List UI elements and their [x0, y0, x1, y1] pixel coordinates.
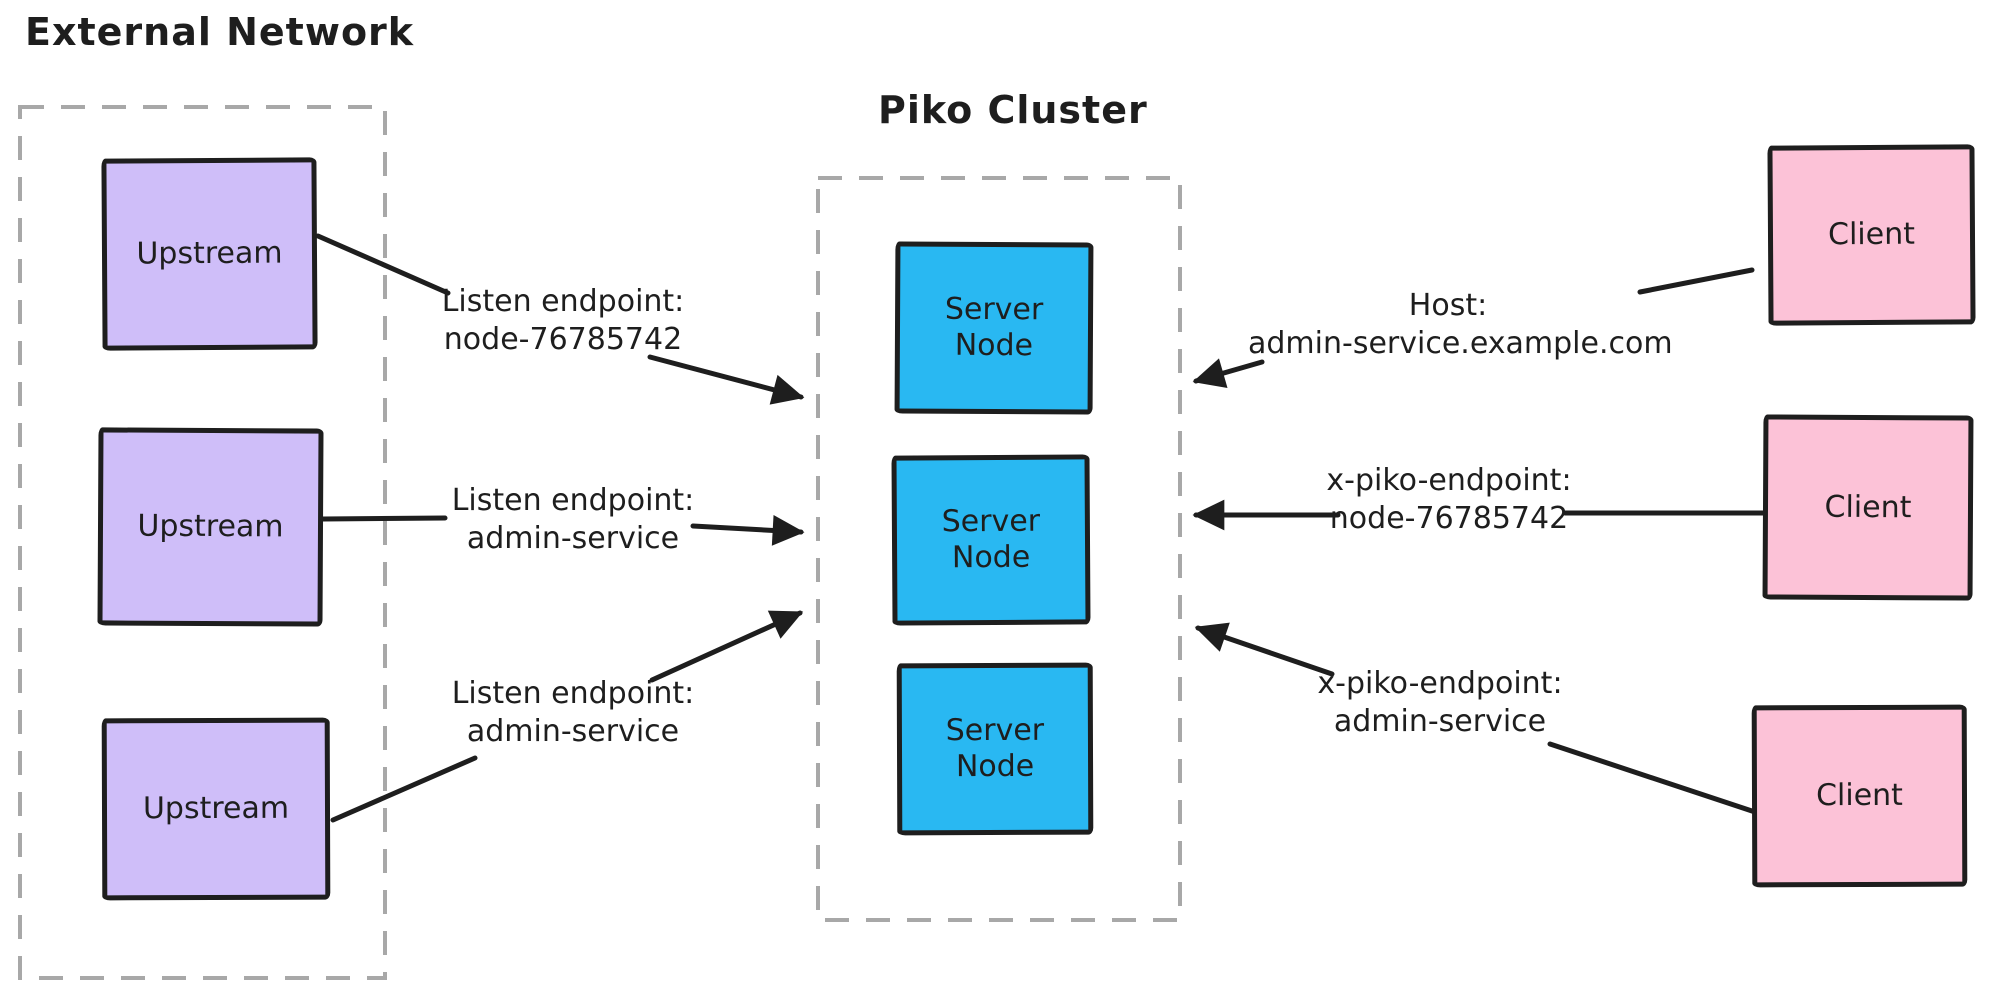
edge-label-listen-admin-1: Listen endpoint: admin-service: [408, 482, 738, 557]
edge-label-listen-node: Listen endpoint: node-76785742: [398, 283, 728, 358]
edge-label-line2: admin-service: [1333, 703, 1547, 739]
client-node-2: Client: [1762, 414, 1974, 601]
client-node-1: Client: [1767, 144, 1976, 326]
server-node-1: Server Node: [894, 241, 1094, 415]
server-node-3: Server Node: [896, 662, 1094, 836]
edge-label-line1: Host:: [1408, 288, 1488, 323]
edge-label-line2: node-76785742: [1329, 500, 1569, 536]
edge-label-line1: Listen endpoint:: [451, 483, 695, 518]
client-node-3: Client: [1751, 704, 1968, 888]
edge-label-host: Host: admin-service.example.com: [1248, 287, 1673, 362]
client-node-1-label: Client: [1827, 216, 1916, 253]
edge-label-line1: Listen endpoint:: [441, 284, 685, 319]
edge-label-line2: node-76785742: [443, 321, 683, 357]
external-network-title: External Network: [25, 10, 415, 54]
upstream-node-2-label: Upstream: [137, 508, 284, 545]
server-node-2-label: Server Node: [941, 503, 1041, 576]
upstream-node-1: Upstream: [101, 157, 318, 351]
client-node-3-label: Client: [1815, 777, 1903, 814]
edge-label-line2: admin-service.example.com: [1248, 325, 1673, 361]
server-node-1-label: Server Node: [944, 291, 1044, 364]
client-node-2-label: Client: [1824, 489, 1912, 525]
edge-label-xpiko-node: x-piko-endpoint: node-76785742: [1269, 462, 1629, 537]
edge-label-line1: x-piko-endpoint:: [1317, 666, 1563, 701]
edge-label-listen-admin-2: Listen endpoint: admin-service: [408, 675, 738, 750]
upstream-node-1-label: Upstream: [136, 235, 283, 272]
edge-label-line2: admin-service: [466, 713, 680, 749]
server-node-3-label: Server Node: [945, 712, 1045, 785]
edge-label-line2: admin-service: [466, 520, 680, 556]
piko-cluster-title: Piko Cluster: [878, 88, 1148, 132]
upstream-node-3-label: Upstream: [142, 790, 290, 827]
edge-label-xpiko-admin: x-piko-endpoint: admin-service: [1260, 665, 1620, 740]
server-node-2: Server Node: [891, 454, 1091, 626]
upstream-node-2: Upstream: [97, 427, 324, 627]
edge-label-line1: Listen endpoint:: [451, 676, 695, 711]
upstream-node-3: Upstream: [101, 717, 331, 901]
edge-label-line1: x-piko-endpoint:: [1326, 463, 1572, 498]
